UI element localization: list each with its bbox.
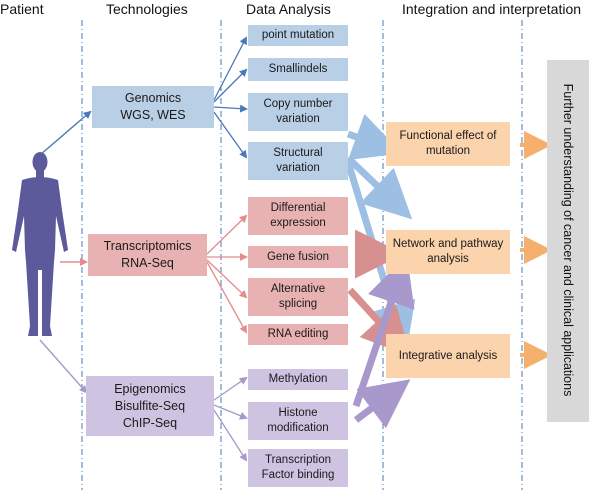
tech-transcriptomics-line2: RNA-Seq [121, 256, 174, 270]
arrow-patient-epigenomics [39, 339, 88, 394]
tech-transcriptomics-line1: Transcriptomics [103, 239, 192, 253]
tech-epigenomics-line2: Bisulfite-Seq [114, 398, 186, 413]
arrow-genomics-point-mutation [213, 36, 247, 101]
arrow-transcriptomics-splicing [206, 259, 248, 299]
conclusion-box [547, 60, 589, 422]
header-patient: Patient [0, 1, 44, 17]
analysis-differential-expression: Differential expression [248, 197, 348, 235]
tech-epigenomics-line1: Epigenomics [114, 381, 186, 396]
analysis-histone-modification: Histone modification [248, 402, 348, 440]
analysis-smallindels: Smallindels [248, 58, 348, 81]
analysis-copy-number-variation: Copy number variation [248, 93, 348, 131]
header-technologies: Technologies [106, 1, 188, 17]
analysis-alternative-splicing: Alternative splicing [248, 278, 348, 316]
arrow-transcriptomics-editing [206, 261, 247, 334]
analysis-structural-variation: Structural variation [248, 142, 348, 180]
arrow-epigenomics-tf-binding [213, 409, 248, 462]
conclusion-text: Further understanding of cancer and clin… [561, 83, 575, 397]
arrow-structural-network [345, 155, 413, 220]
analysis-gene-fusion: Gene fusion [248, 246, 348, 268]
analysis-point-mutation: point mutation [248, 25, 348, 46]
analysis-methylation: Methylation [248, 369, 348, 390]
epigenomics-arrows [213, 376, 248, 462]
arrow-epigenomics-histone [213, 404, 248, 420]
integration-network-pathway: Network and pathway analysis [386, 230, 510, 274]
arrow-patient-genomics [39, 110, 92, 156]
integration-arrows [344, 113, 416, 429]
genomics-arrows [213, 36, 248, 159]
header-data-analysis: Data Analysis [246, 1, 331, 17]
human-figure-icon [12, 152, 68, 336]
tech-genomics-line2: WGS, WES [120, 108, 186, 122]
conclusion-arrows [520, 131, 552, 369]
arrow-genomics-structural [213, 111, 248, 159]
arrow-copynumber-functional [346, 113, 403, 161]
analysis-rna-editing: RNA editing [248, 324, 348, 345]
arrow-histone-integrative [353, 379, 411, 429]
transcriptomics-arrows [206, 214, 248, 334]
tech-epigenomics-line3: ChIP-Seq [122, 415, 178, 430]
header-integration: Integration and interpretation [402, 1, 582, 17]
integration-functional-effect: Functional effect of mutation [386, 122, 510, 166]
patient-arrows [39, 110, 92, 394]
tech-genomics-line1: Genomics [124, 91, 182, 105]
arrow-transcriptomics-differential [206, 214, 248, 255]
integration-integrative-analysis: Integrative analysis [386, 334, 510, 378]
analysis-transcription-factor-binding: Transcription Factor binding [248, 449, 348, 487]
arrow-epigenomics-methylation [213, 376, 248, 401]
arrow-genomics-smallindels [213, 68, 248, 103]
arrow-genomics-copy-number [213, 104, 248, 113]
